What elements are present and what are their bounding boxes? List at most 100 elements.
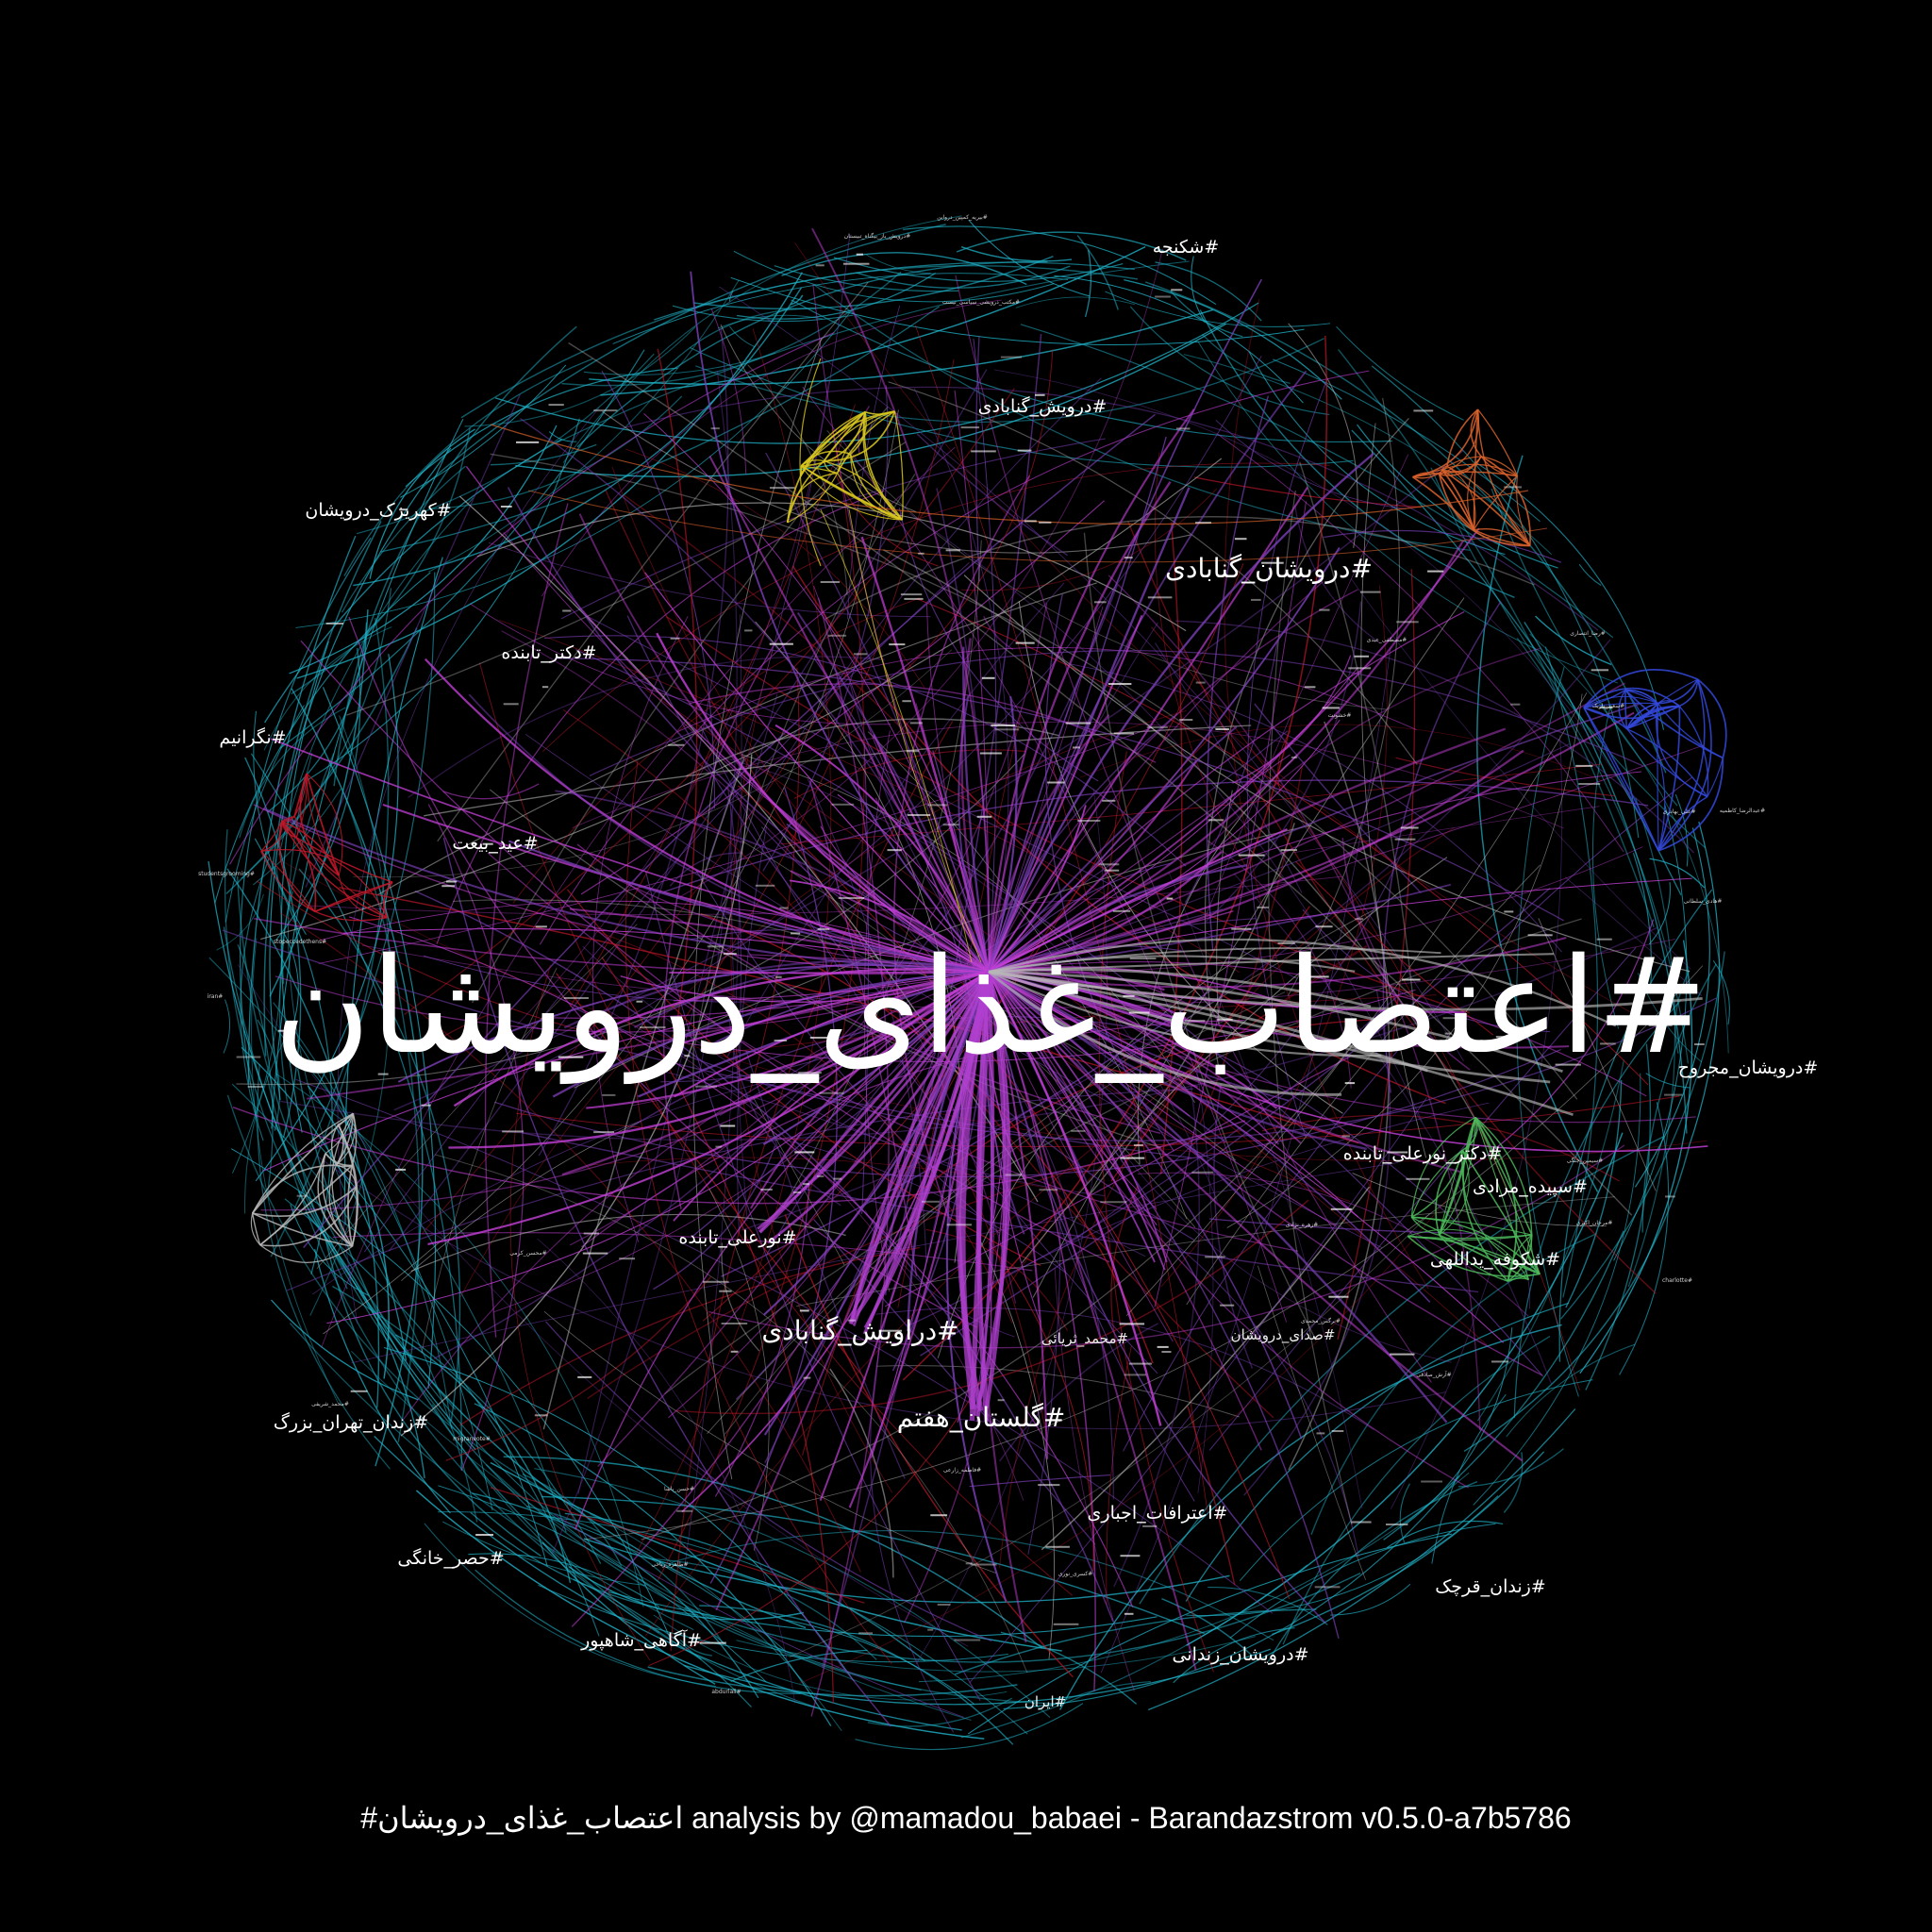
edge <box>988 486 1308 973</box>
hashtag-label: #شکنجه <box>1153 237 1220 258</box>
edge <box>1147 1408 1576 1711</box>
edge <box>548 431 577 442</box>
edge <box>307 418 580 781</box>
edge <box>848 508 982 963</box>
edge <box>1129 306 1330 416</box>
edge <box>988 971 1096 1692</box>
edge <box>736 1636 1256 1673</box>
node-marker <box>446 880 458 883</box>
node-marker <box>744 629 753 632</box>
node-marker <box>904 597 924 600</box>
node-marker <box>794 1151 815 1154</box>
node-marker <box>1600 1042 1616 1045</box>
edge <box>1535 615 1612 666</box>
edge <box>863 971 991 1329</box>
node-marker <box>377 1073 389 1075</box>
edge <box>1529 633 1729 1054</box>
edge <box>225 705 305 923</box>
edge <box>382 881 393 919</box>
edge <box>256 880 577 1030</box>
edge <box>577 693 778 1494</box>
edge <box>811 227 991 973</box>
hashtag-label-tiny: #migranvote <box>453 1436 491 1442</box>
edge <box>908 992 1402 1326</box>
edge <box>281 815 295 823</box>
edge <box>988 971 1524 1462</box>
network-labels: #اعتصاب_غذای_درویشان #گلستان_هفتم#دراویش… <box>198 214 1818 1710</box>
edge <box>1476 1059 1624 1422</box>
node-marker <box>819 1091 844 1094</box>
edge <box>434 1154 1028 1674</box>
edge <box>223 999 231 1054</box>
edge <box>730 649 893 1493</box>
node-marker <box>1108 683 1132 685</box>
node-marker <box>534 1414 548 1417</box>
edge <box>749 667 800 1093</box>
node-marker <box>1351 1521 1372 1524</box>
edge <box>730 1649 868 1682</box>
edge <box>988 945 1182 973</box>
hashtag-label-tiny: #abdurlali <box>711 1689 741 1695</box>
node-marker <box>960 426 980 429</box>
edge <box>988 971 1262 1451</box>
node-marker <box>500 506 512 508</box>
node-marker <box>833 1177 842 1180</box>
edge <box>427 804 525 1472</box>
node-marker <box>1231 927 1252 930</box>
edge <box>1406 1327 1513 1524</box>
edge <box>988 760 1197 973</box>
edge <box>538 1511 787 1652</box>
edge <box>448 971 990 1149</box>
edge <box>1106 1345 1132 1605</box>
edge <box>998 1323 1158 1462</box>
edge <box>490 424 1529 525</box>
node-marker <box>1071 1129 1086 1132</box>
edge <box>657 808 744 844</box>
edge <box>1205 454 1409 916</box>
edge <box>1086 823 1295 1198</box>
edge <box>694 474 916 1046</box>
edge <box>1674 793 1689 867</box>
edge <box>672 1530 1274 1641</box>
edge <box>363 562 970 1253</box>
edge <box>400 364 567 498</box>
edge <box>955 275 1432 1383</box>
edge <box>1412 475 1474 531</box>
node-marker <box>965 1562 974 1565</box>
node-marker <box>1280 849 1297 852</box>
hashtag-label-tiny: #کسری_نوری <box>1058 1571 1093 1577</box>
node-marker <box>1179 719 1193 721</box>
node-marker <box>798 1072 822 1074</box>
edge <box>1161 1598 1253 1657</box>
edge <box>1411 1216 1541 1275</box>
edge <box>988 615 1143 973</box>
edge <box>260 971 990 1211</box>
edge <box>648 1378 984 1667</box>
node-marker <box>991 724 1016 726</box>
node-marker <box>927 804 947 807</box>
edge <box>240 858 270 1141</box>
edge <box>925 1228 1069 1331</box>
edge <box>1657 678 1698 705</box>
hashtag-label: #حصر_خانگی <box>397 1547 504 1569</box>
edge <box>1261 1114 1620 1182</box>
node-marker <box>1120 1555 1141 1557</box>
node-marker <box>503 703 519 706</box>
edge <box>295 773 308 838</box>
edge <box>988 970 1574 1116</box>
edge <box>908 513 1424 1123</box>
node-marker <box>1421 1480 1442 1483</box>
edge <box>1657 706 1681 852</box>
edge <box>442 837 891 1727</box>
edge <box>527 490 1548 563</box>
hashtag-label-large: #گلستان_هفتم <box>897 1402 1066 1433</box>
edge <box>988 971 1166 1271</box>
edge <box>251 1112 354 1214</box>
node-marker <box>887 849 902 852</box>
edge <box>973 971 1011 1417</box>
edge <box>1410 1216 1440 1236</box>
edge <box>1160 585 1388 1288</box>
edge <box>1382 601 1502 1093</box>
node-marker <box>1123 995 1135 997</box>
node-marker <box>670 637 680 640</box>
